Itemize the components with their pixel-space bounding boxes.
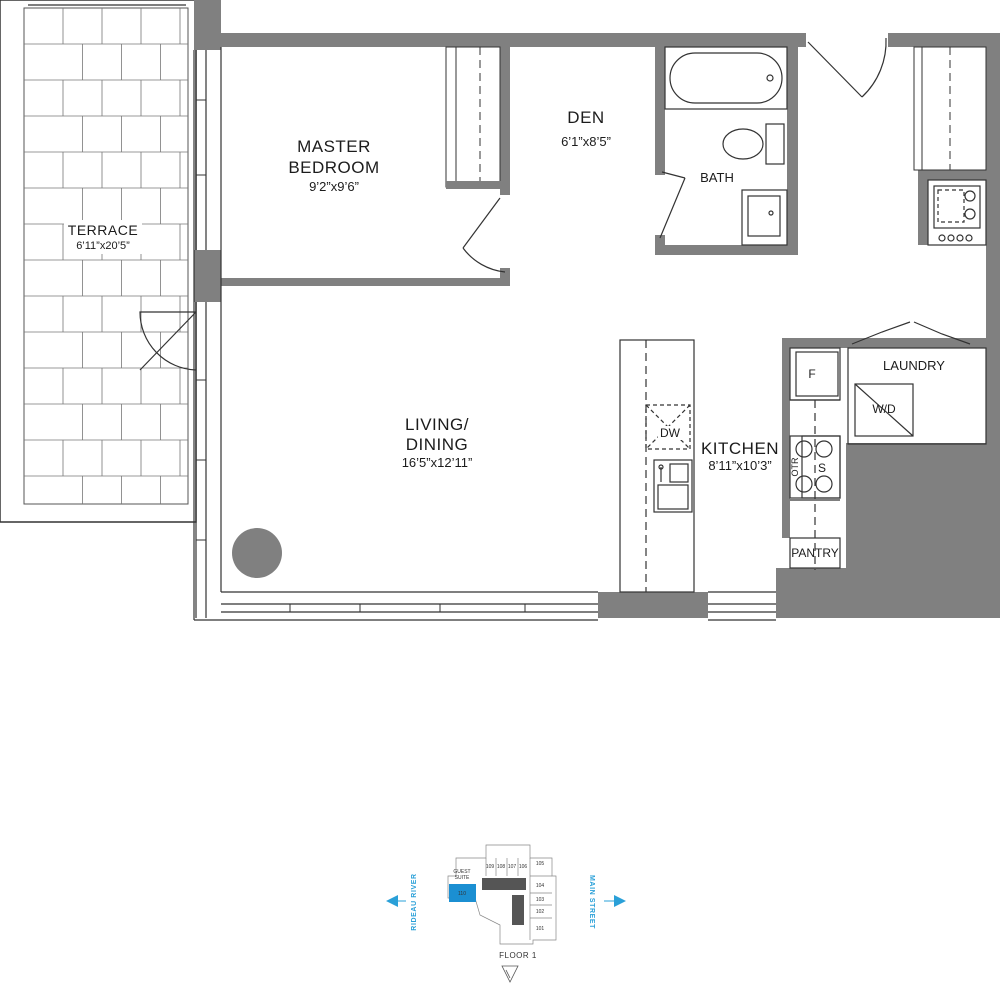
highlight-unit xyxy=(449,884,476,902)
laundry xyxy=(847,347,987,445)
bath-label: BATH xyxy=(700,170,734,185)
round-column xyxy=(232,528,282,578)
otr-label: OTR xyxy=(790,457,800,476)
unit-108: 108 xyxy=(497,864,506,870)
living-dining-dims: 16’5”x12’11” xyxy=(402,455,473,470)
living-dining-label-1: LIVING/ xyxy=(405,415,469,434)
stove-label: S xyxy=(818,461,826,475)
main-street-label: MAIN STREET xyxy=(588,875,595,929)
dishwasher-label: DW xyxy=(660,426,681,440)
unit-105: 105 xyxy=(536,861,545,867)
unit-104: 104 xyxy=(536,883,545,889)
master-bedroom-dims: 9’2”x9’6” xyxy=(309,179,359,194)
rideau-river-label: RIDEAU RIVER xyxy=(411,873,418,930)
pantry-label: PANTRY xyxy=(791,546,839,560)
kitchen-dims: 8’11”x10’3” xyxy=(708,458,771,473)
kitchen-label: KITCHEN xyxy=(701,439,779,458)
kitchen-island xyxy=(619,339,695,593)
east-arrow-icon xyxy=(614,895,626,907)
highlight-unit-label: 110 xyxy=(458,891,466,897)
washer-dryer-label: W/D xyxy=(872,402,896,416)
den-label: DEN xyxy=(567,108,604,127)
laundry-label: LAUNDRY xyxy=(883,358,945,373)
living-dining-label-2: DINING xyxy=(406,435,469,454)
entry-closet xyxy=(913,46,987,171)
floor-label: FLOOR 1 xyxy=(499,951,537,960)
fridge-label: F xyxy=(808,367,815,381)
guest-suite-label-1: GUEST xyxy=(453,869,470,875)
unit-109: 109 xyxy=(486,864,495,870)
guest-suite-label-2: SUITE xyxy=(455,875,470,881)
terrace-label: TERRACE xyxy=(68,222,138,238)
entry-appliance xyxy=(927,179,987,246)
unit-106: 106 xyxy=(519,864,528,870)
terrace-label-box xyxy=(64,220,142,254)
key-plan-core-2 xyxy=(512,895,524,925)
doors xyxy=(139,37,971,371)
unit-101: 101 xyxy=(536,926,545,932)
outline-lines xyxy=(193,47,776,621)
master-bedroom-label-2: BEDROOM xyxy=(288,158,379,177)
master-bedroom-label-1: MASTER xyxy=(297,137,371,156)
west-arrow-icon xyxy=(386,895,398,907)
bedroom-closet xyxy=(445,46,502,189)
north-arrow-icon xyxy=(501,965,519,983)
unit-102: 102 xyxy=(536,909,545,915)
exterior-walls xyxy=(194,0,1000,618)
den-dims: 6’1”x8’5” xyxy=(561,134,611,149)
toilet xyxy=(722,123,785,165)
unit-103: 103 xyxy=(536,897,545,903)
terrace xyxy=(0,0,197,523)
terrace-dims: 6’11”x20’5” xyxy=(76,240,130,252)
key-plan: 110 GUEST SUITE 109 108 107 106 105 104 … xyxy=(386,844,626,983)
kitchen-counter xyxy=(789,347,841,570)
bathtub xyxy=(664,46,788,110)
unit-107: 107 xyxy=(508,864,517,870)
window-mullions xyxy=(196,99,526,612)
key-plan-core xyxy=(482,878,526,890)
bath-sink xyxy=(741,189,788,246)
